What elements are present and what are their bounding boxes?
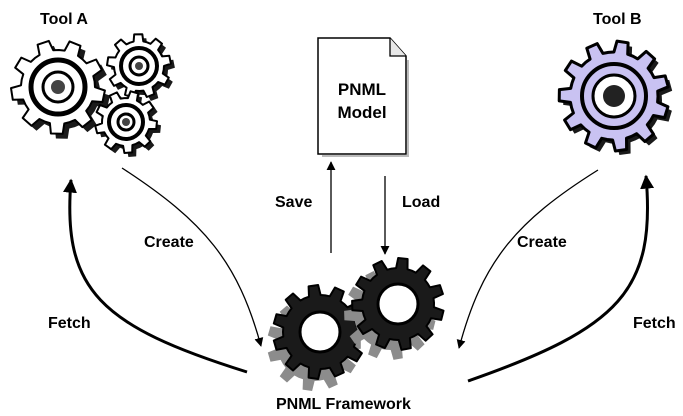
save-label: Save [275,194,313,211]
fetch-left-arrow [63,178,248,374]
tool-b-gear-icon [557,39,673,155]
tool-b-label: Tool B [593,11,642,28]
tool-a-gear-top [106,33,175,102]
pnml-document-icon [317,37,409,157]
tool-a-gear-large [10,39,110,139]
create-right-label: Create [517,234,567,251]
tool-a-gear-bottom [94,90,161,157]
document-title-line2: Model [337,102,387,122]
framework-label: PNML Framework [276,396,411,413]
document-title-line1: PNML [337,80,387,99]
framework-gear-left [267,284,368,391]
framework-gears-icon [267,257,445,391]
create-right-arrow [456,169,599,349]
document-title: PNML Model [322,79,402,125]
framework-gear-right [344,257,445,360]
fetch-right-label: Fetch [633,315,676,332]
tool-a-gears-icon [10,33,175,157]
load-label: Load [402,194,441,211]
create-left-label: Create [144,234,194,251]
create-left-arrow [121,167,264,347]
fetch-right-arrow [467,174,655,383]
tool-a-label: Tool A [40,11,88,28]
fetch-left-label: Fetch [48,315,91,332]
